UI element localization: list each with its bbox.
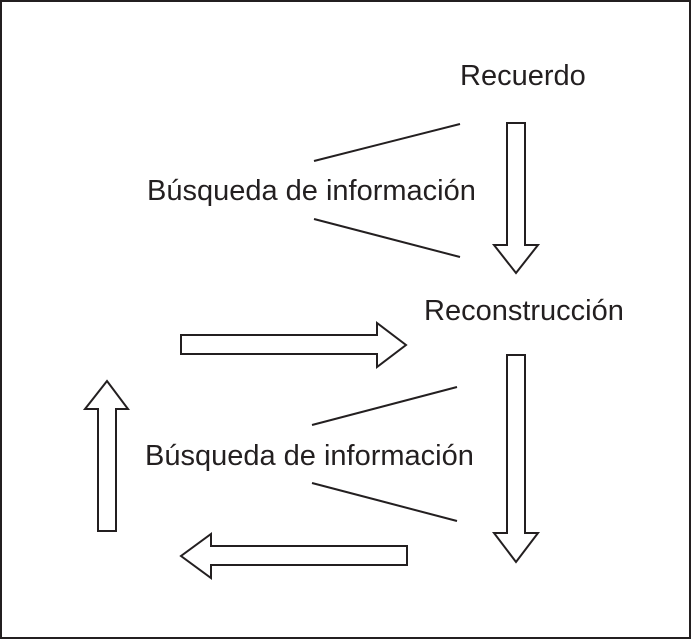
arrow-left-icon xyxy=(179,532,408,580)
label-busqueda-top: Búsqueda de información xyxy=(147,175,476,207)
label-reconstruccion: Reconstrucción xyxy=(424,295,624,327)
arrow-down-top-icon xyxy=(491,122,541,275)
connector-line-bottom-upper xyxy=(311,386,458,426)
arrow-right-icon xyxy=(180,320,408,370)
connector-line-top-upper xyxy=(313,123,461,162)
arrow-up-icon xyxy=(82,379,130,532)
arrow-down-bottom-icon xyxy=(491,354,541,564)
label-recuerdo: Recuerdo xyxy=(460,60,586,92)
label-busqueda-bottom: Búsqueda de información xyxy=(145,440,474,472)
connector-line-top-lower xyxy=(313,218,461,258)
connector-line-bottom-lower xyxy=(311,482,458,522)
